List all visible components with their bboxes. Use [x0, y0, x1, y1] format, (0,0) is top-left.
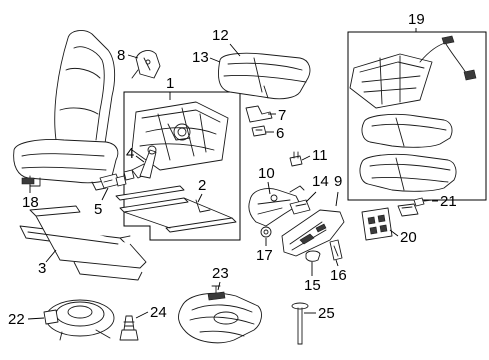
callout-label: 6 — [276, 125, 284, 142]
callout-label: 1 — [166, 75, 174, 92]
callout-label: 16 — [330, 267, 347, 284]
control-module — [361, 203, 419, 241]
callout-9: 9 — [334, 173, 342, 207]
callout-19: 19 — [408, 11, 425, 32]
callout-4: 4 — [126, 145, 145, 163]
callout-2: 2 — [197, 177, 206, 203]
adjuster-rails — [115, 185, 237, 233]
cushion-pad-upper — [361, 113, 453, 148]
callout-label: 14 — [312, 173, 329, 190]
callout-17: 17 — [256, 238, 273, 264]
motor — [123, 145, 157, 181]
callout-3: 3 — [38, 249, 57, 277]
knob — [260, 226, 272, 238]
screw — [413, 197, 433, 207]
heater-element — [349, 35, 477, 109]
callout-label: 24 — [150, 304, 167, 321]
callout-label: 20 — [400, 229, 417, 246]
bracket — [131, 50, 161, 79]
callout-label: 25 — [318, 305, 335, 322]
bolt — [119, 315, 139, 341]
clip — [251, 125, 267, 137]
callout-label: 22 — [8, 311, 25, 328]
callout-label: 2 — [198, 177, 206, 194]
callout-24: 24 — [135, 304, 167, 321]
callout-label: 3 — [38, 260, 46, 277]
callout-label: 15 — [304, 277, 321, 294]
callout-11: 11 — [301, 147, 328, 164]
callout-label: 12 — [212, 27, 229, 44]
callout-label: 19 — [408, 11, 425, 28]
callout-14: 14 — [305, 173, 329, 203]
callout-1: 1 — [166, 75, 174, 100]
callout-21: 21 — [432, 193, 457, 210]
callout-label: 21 — [440, 193, 457, 210]
seat-assembly — [13, 30, 119, 191]
button — [305, 250, 321, 262]
blower-tray — [178, 285, 262, 344]
seat-track — [19, 205, 147, 281]
callout-8: 8 — [117, 47, 139, 64]
callout-22: 22 — [8, 311, 45, 328]
callout-label: 23 — [212, 265, 229, 282]
callout-label: 17 — [256, 247, 273, 264]
cushion-pad-lower — [359, 153, 457, 192]
callout-label: 13 — [192, 49, 209, 66]
callout-label: 18 — [22, 194, 39, 211]
callout-5: 5 — [94, 187, 109, 218]
callout-10: 10 — [258, 165, 275, 195]
connector — [289, 199, 311, 215]
callout-label: 8 — [117, 47, 125, 64]
callout-7: 7 — [268, 107, 286, 124]
callout-15: 15 — [304, 262, 321, 294]
side-cover — [281, 209, 345, 257]
callout-label: 11 — [312, 147, 328, 164]
clip-bracket — [245, 105, 273, 123]
pin — [291, 302, 309, 345]
callout-16: 16 — [330, 259, 347, 284]
actuator — [99, 173, 127, 189]
callout-label: 5 — [94, 201, 102, 218]
callout-6: 6 — [266, 125, 284, 142]
callout-12: 12 — [212, 27, 241, 57]
callout-20: 20 — [389, 229, 417, 246]
callout-18: 18 — [22, 185, 39, 211]
callout-13: 13 — [192, 49, 221, 66]
callout-label: 10 — [258, 165, 275, 182]
callout-label: 7 — [278, 107, 286, 124]
callout-25: 25 — [304, 305, 335, 322]
cushion — [218, 52, 311, 100]
switch — [289, 151, 303, 167]
callout-23: 23 — [212, 265, 229, 291]
handle — [329, 239, 343, 261]
pump — [43, 299, 115, 341]
heater-group — [347, 31, 487, 201]
callout-label: 4 — [126, 145, 134, 162]
callout-label: 9 — [334, 173, 342, 190]
